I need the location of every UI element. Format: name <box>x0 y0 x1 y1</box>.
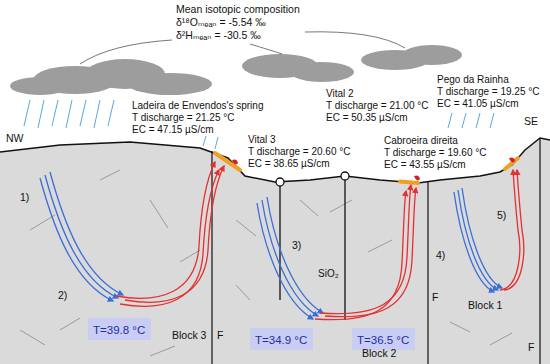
temperature-box: T=34.9 °C <box>250 328 313 350</box>
fractures <box>20 170 512 356</box>
spring-value: T discharge = 19.25 °C <box>437 86 540 97</box>
temperature-text: T=34.9 °C <box>255 334 307 346</box>
callout-number: 4) <box>436 250 445 261</box>
spring-value: EC = 47.15 µS/cm <box>132 124 214 135</box>
spring-value: T discharge = 19.60 °C <box>384 147 487 158</box>
fault-label: F <box>217 330 223 341</box>
callout-number: 1) <box>20 192 29 203</box>
block-label: Block 1 <box>468 300 502 311</box>
well-value: T discharge = 21.00 °C <box>326 100 429 111</box>
well-value: EC = 50.35 µS/cm <box>326 112 408 123</box>
isotope-note: Mean isotopic composition <box>176 3 300 15</box>
temperature-box: T=39.8 °C <box>88 318 151 340</box>
spring-name: Ladeira de Envendos's spring <box>132 100 263 111</box>
spring-value: EC = 41.05 µS/cm <box>437 98 519 109</box>
isotope-note: δ²Hₘₑₐₙ = -30.5 ‰ <box>176 29 261 41</box>
well-value: T discharge = 20.60 °C <box>248 146 351 157</box>
callout-number: 5) <box>497 210 506 221</box>
block-label: Block 2 <box>362 348 396 359</box>
spring-value: EC = 43.55 µS/cm <box>384 159 466 170</box>
well-name: Vital 2 <box>326 88 354 99</box>
well-value: EC = 38.65 µS/cm <box>248 158 330 169</box>
direction-label: NW <box>6 133 24 144</box>
spring-name: Pego da Rainha <box>437 74 509 85</box>
mineral-label: SiO₂ <box>318 268 339 279</box>
temperature-box: T=36.5 °C <box>352 328 415 350</box>
spring-marks <box>232 157 515 180</box>
clouds <box>10 45 462 95</box>
flow-paths <box>40 162 524 320</box>
temperature-text: T=36.5 °C <box>357 334 409 346</box>
well-name: Vital 3 <box>248 134 276 145</box>
spring-value: T discharge = 21.25 °C <box>132 112 235 123</box>
isotope-note: δ¹⁸Oₘₑₐₙ = -5.54 ‰ <box>176 16 266 28</box>
direction-label: SE <box>524 116 538 127</box>
temperature-text: T=39.8 °C <box>93 324 145 336</box>
rock-mass <box>0 138 550 364</box>
callout-number: 3) <box>292 240 301 251</box>
block-label: Block 3 <box>172 330 206 341</box>
spring-name: Cabroeira direita <box>384 135 458 146</box>
wells <box>276 172 349 320</box>
callout-number: 2) <box>58 290 67 301</box>
faults <box>212 138 540 364</box>
rain <box>24 100 494 149</box>
fault-label: F <box>528 342 534 353</box>
fault-label: F <box>432 292 438 303</box>
